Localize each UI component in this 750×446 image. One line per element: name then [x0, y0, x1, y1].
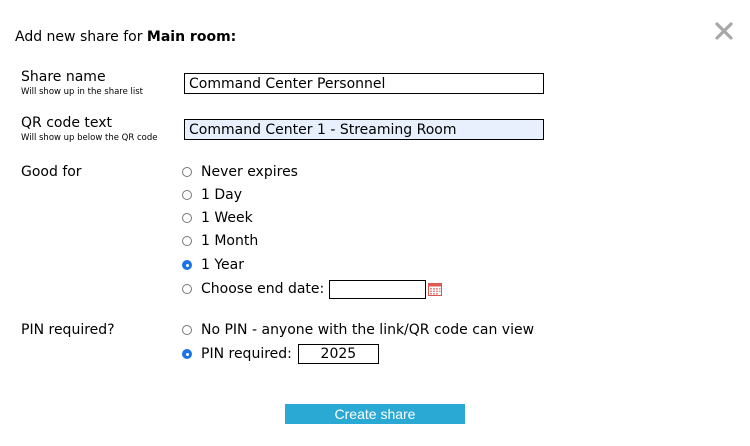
radio-label: 1 Day	[201, 187, 243, 203]
radio-label: 1 Year	[201, 257, 244, 273]
share-name-label: Share name	[21, 69, 106, 85]
radio-label: 1 Week	[201, 210, 253, 226]
create-share-button[interactable]: Create share	[285, 404, 465, 424]
good-for-option-1-month[interactable]: 1 Month	[181, 231, 258, 251]
good-for-label: Good for	[21, 164, 82, 180]
share-name-input[interactable]	[184, 73, 544, 94]
good-for-option-choose-end-date[interactable]: Choose end date:	[181, 279, 443, 299]
room-name: Main room:	[146, 29, 237, 45]
pin-option-no-pin[interactable]: No PIN - anyone with the link/QR code ca…	[181, 320, 534, 340]
radio-never-expires[interactable]	[182, 167, 192, 177]
calendar-icon[interactable]	[428, 282, 443, 296]
radio-pin-required[interactable]	[182, 349, 192, 359]
radio-choose-end-date[interactable]	[182, 284, 192, 294]
radio-1-week[interactable]	[182, 213, 192, 223]
qr-code-text-input[interactable]	[184, 119, 544, 140]
pin-required-label: PIN required?	[21, 322, 115, 338]
dialog-title-prefix: Add new share for	[15, 29, 147, 45]
share-name-hint: Will show up in the share list	[21, 87, 144, 97]
radio-1-day[interactable]	[182, 190, 192, 200]
end-date-input[interactable]	[329, 279, 427, 299]
pin-option-pin-required[interactable]: PIN required:	[181, 344, 379, 364]
qr-code-text-hint: Will show up below the QR code	[21, 133, 158, 143]
good-for-option-1-week[interactable]: 1 Week	[181, 208, 253, 228]
radio-1-month[interactable]	[182, 236, 192, 246]
pin-input[interactable]	[297, 344, 379, 364]
radio-label: 1 Month	[201, 233, 259, 249]
good-for-option-never-expires[interactable]: Never expires	[181, 162, 298, 182]
good-for-option-1-year[interactable]: 1 Year	[181, 255, 244, 275]
radio-no-pin[interactable]	[182, 325, 192, 335]
radio-label: No PIN - anyone with the link/QR code ca…	[201, 322, 535, 338]
good-for-option-1-day[interactable]: 1 Day	[181, 185, 242, 205]
radio-label: Choose end date:	[201, 281, 325, 297]
radio-label: PIN required:	[201, 346, 292, 362]
qr-code-text-label: QR code text	[21, 115, 113, 131]
radio-label: Never expires	[201, 164, 298, 180]
dialog-title: Add new share for Main room:	[15, 29, 236, 45]
close-icon[interactable]	[713, 20, 735, 42]
radio-1-year[interactable]	[182, 260, 192, 270]
